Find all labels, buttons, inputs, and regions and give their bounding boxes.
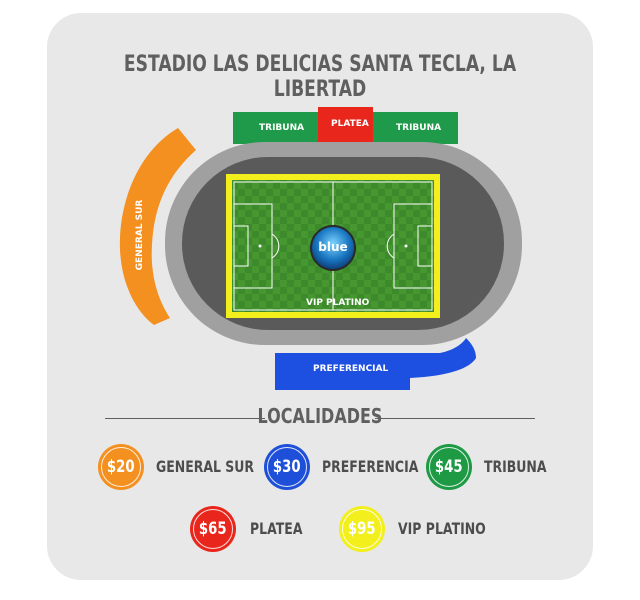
price-label-preferencia: PREFERENCIA (322, 457, 419, 476)
sponsor-logo-icon (310, 225, 356, 271)
price-label-platea: PLATEA (250, 519, 303, 538)
divider-left (105, 418, 265, 419)
page-title: ESTADIO LAS DELICIAS SANTA TECLA, LA LIB… (123, 52, 517, 102)
stand-general-sur[interactable] (119, 128, 196, 325)
stand-preferencial[interactable] (275, 338, 476, 390)
stand-label-preferencial: PREFERENCIAL (313, 364, 389, 374)
sponsor-logo-text: blue (318, 240, 348, 254)
stand-label-platea: PLATEA (331, 119, 369, 129)
price-label-vip-platino: VIP PLATINO (398, 519, 486, 538)
price-badge-general-sur: $20 (98, 444, 144, 490)
price-badge-platea: $65 (190, 506, 236, 552)
price-badge-preferencia: $30 (264, 444, 310, 490)
price-label-tribuna: TRIBUNA (484, 457, 547, 476)
price-badge-tribuna: $45 (426, 444, 472, 490)
stand-label-tribuna-right: TRIBUNA (396, 123, 442, 133)
stand-platea[interactable] (318, 107, 373, 144)
stand-label-vip-platino: VIP PLATINO (306, 298, 370, 308)
stand-label-tribuna-left: TRIBUNA (259, 123, 305, 133)
divider-right (375, 418, 535, 419)
price-label-general-sur: GENERAL SUR (156, 457, 255, 476)
price-badge-vip-platino: $95 (339, 506, 385, 552)
stand-label-general-sur: GENERAL SUR (135, 199, 145, 271)
section-heading: LOCALIDADES (257, 404, 383, 428)
stand-tribuna-left[interactable] (233, 112, 318, 144)
stand-tribuna-right[interactable] (373, 112, 458, 144)
